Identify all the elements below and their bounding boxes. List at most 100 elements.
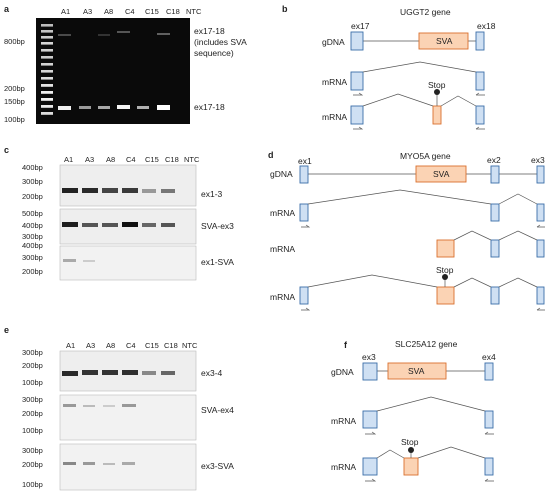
lane-label-e-5: C15 xyxy=(145,341,159,350)
ladder-label-c3-400: 400bp xyxy=(22,241,43,250)
ladder-label-e1-300: 300bp xyxy=(22,348,43,357)
ladder-label-e3-200: 200bp xyxy=(22,460,43,469)
splice-line-f-mrna2-b xyxy=(417,446,486,459)
ladder-label-e2-100: 100bp xyxy=(22,426,43,435)
exon-box-f-mrna1-ex4 xyxy=(484,410,494,429)
sva-box-f xyxy=(387,362,447,380)
panel-c-gel3-ladder: 400bp 300bp 200bp xyxy=(22,241,43,276)
row-label-b-mrna-2: mRNA xyxy=(322,112,347,122)
ladder-label-a-200: 200bp xyxy=(4,84,25,93)
sva-box-f-mrna2 xyxy=(403,457,419,476)
splice-line-b-mrna1 xyxy=(362,61,477,73)
exon-box-f-ex3 xyxy=(362,362,378,381)
exon-label-b-ex18: ex18 xyxy=(477,21,496,31)
ladder-label-a-150: 150bp xyxy=(4,97,25,106)
ladder-label-e1-100: 100bp xyxy=(22,378,43,387)
arrow-b-mrna1-left xyxy=(353,92,364,96)
splice-line-b-mrna2-a xyxy=(362,93,434,107)
ladder-label-c1-300: 300bp xyxy=(22,177,43,186)
arrow-f-mrna1-right xyxy=(484,431,494,435)
lane-label-c-1: A1 xyxy=(64,155,73,164)
band-label-a-sva-line3: sequence) xyxy=(194,48,234,58)
ladder-label-a-100: 100bp xyxy=(4,115,25,124)
exon-box-b-mrna2-ex18 xyxy=(475,105,485,125)
exon-box-b-ex18 xyxy=(475,31,485,51)
panel-c-letter: c xyxy=(4,145,9,155)
ladder-label-c3-300: 300bp xyxy=(22,253,43,262)
exon-label-d-ex3: ex3 xyxy=(531,155,545,165)
ladder-label-c1-400: 400bp xyxy=(22,163,43,172)
lane-label-c-6: C18 xyxy=(165,155,179,164)
arrow-f-mrna1-left xyxy=(365,431,377,435)
ladder-label-e1-200: 200bp xyxy=(22,361,43,370)
ladder-label-c2-300: 300bp xyxy=(22,232,43,241)
lane-label-e-6: C18 xyxy=(164,341,178,350)
sva-box-b xyxy=(418,32,469,50)
ladder-label-e3-100: 100bp xyxy=(22,480,43,489)
exon-label-b-ex17: ex17 xyxy=(351,21,370,31)
stop-marker-d xyxy=(442,274,448,280)
lane-label-e-2: A3 xyxy=(86,341,95,350)
gel-image-e2 xyxy=(59,394,197,441)
gel-label-e3: ex3-SVA xyxy=(201,461,234,471)
splice-line-d-mrna1-b xyxy=(498,193,538,205)
gel-e3-bands xyxy=(63,462,135,465)
arrow-d-mrna3-left xyxy=(301,307,311,311)
ladder-label-e3-300: 300bp xyxy=(22,446,43,455)
splice-line-f-mrna2-a xyxy=(376,449,405,459)
lane-label-a-3: A8 xyxy=(104,7,113,16)
gene-title-myo5a: MYO5A gene xyxy=(400,151,451,161)
panel-c-gel1-ladder: 400bp 300bp 200bp xyxy=(22,163,43,201)
lane-label-c-7: NTC xyxy=(184,155,200,164)
gel-c3-bands xyxy=(63,259,95,262)
splice-line-d-mrna3-a xyxy=(307,274,438,288)
row-label-f-mrna-2: mRNA xyxy=(331,462,356,472)
exon-box-f-mrna1-ex3 xyxy=(362,410,378,429)
sva-box-d-mrna3 xyxy=(436,286,455,305)
panel-e-gel1-ladder: 300bp 200bp 100bp xyxy=(22,348,43,387)
exon-box-b-mrna1-ex17 xyxy=(350,71,364,91)
exon-box-d-ex3 xyxy=(536,165,545,184)
gel-label-e2: SVA-ex4 xyxy=(201,405,234,415)
ladder-label-e2-200: 200bp xyxy=(22,409,43,418)
stop-label-f: Stop xyxy=(401,437,419,447)
panel-b-letter: b xyxy=(282,4,288,14)
lane-label-e-1: A1 xyxy=(66,341,75,350)
panel-a-letter: a xyxy=(4,4,10,14)
gel-image-e3 xyxy=(59,443,197,491)
exon-box-f-mrna2-ex4 xyxy=(484,457,494,476)
panel-a-ladder-labels: 800bp 200bp 150bp 100bp xyxy=(4,37,25,124)
row-label-b-mrna-1: mRNA xyxy=(322,77,347,87)
lane-label-a-5: C15 xyxy=(145,7,159,16)
lane-label-a-2: A3 xyxy=(83,7,92,16)
gel-a-sample-bands xyxy=(58,31,170,110)
exon-box-f-mrna2-ex3 xyxy=(362,457,378,476)
gel-c2-bands xyxy=(62,222,175,227)
arrow-f-mrna2-right xyxy=(484,478,494,482)
arrow-d-mrna1-left xyxy=(301,224,311,228)
exon-box-d-mrna3-ex1 xyxy=(299,286,309,305)
exon-label-f-ex3: ex3 xyxy=(362,352,376,362)
gene-title-uggt2: UGGT2 gene xyxy=(400,7,451,17)
exon-box-d-ex2 xyxy=(490,165,500,184)
gel-label-e1: ex3-4 xyxy=(201,368,223,378)
exon-box-b-mrna2-ex17 xyxy=(350,105,364,125)
panel-e-letter: e xyxy=(4,325,9,335)
gel-e1-bands xyxy=(62,370,175,376)
stop-marker-b xyxy=(434,89,440,95)
ladder-label-c1-200: 200bp xyxy=(22,192,43,201)
panel-d-letter: d xyxy=(268,150,274,160)
lane-label-a-1: A1 xyxy=(61,7,70,16)
sva-label-b: SVA xyxy=(436,36,453,46)
panel-e-gel2-ladder: 300bp 200bp 100bp xyxy=(22,395,43,435)
exon-box-d-mrna2-ex3 xyxy=(536,239,545,258)
row-label-f-mrna-1: mRNA xyxy=(331,416,356,426)
exon-box-b-ex17 xyxy=(350,31,364,51)
splice-line-d-mrna1-a xyxy=(307,189,492,205)
lane-label-a-4: C4 xyxy=(125,7,135,16)
panel-c-gel2-ladder: 500bp 400bp 300bp xyxy=(22,209,43,241)
splice-line-d-mrna2-a xyxy=(453,230,492,241)
exon-box-d-ex1 xyxy=(299,165,309,184)
arrow-d-mrna3-right xyxy=(536,307,545,311)
exon-box-b-mrna1-ex18 xyxy=(475,71,485,91)
